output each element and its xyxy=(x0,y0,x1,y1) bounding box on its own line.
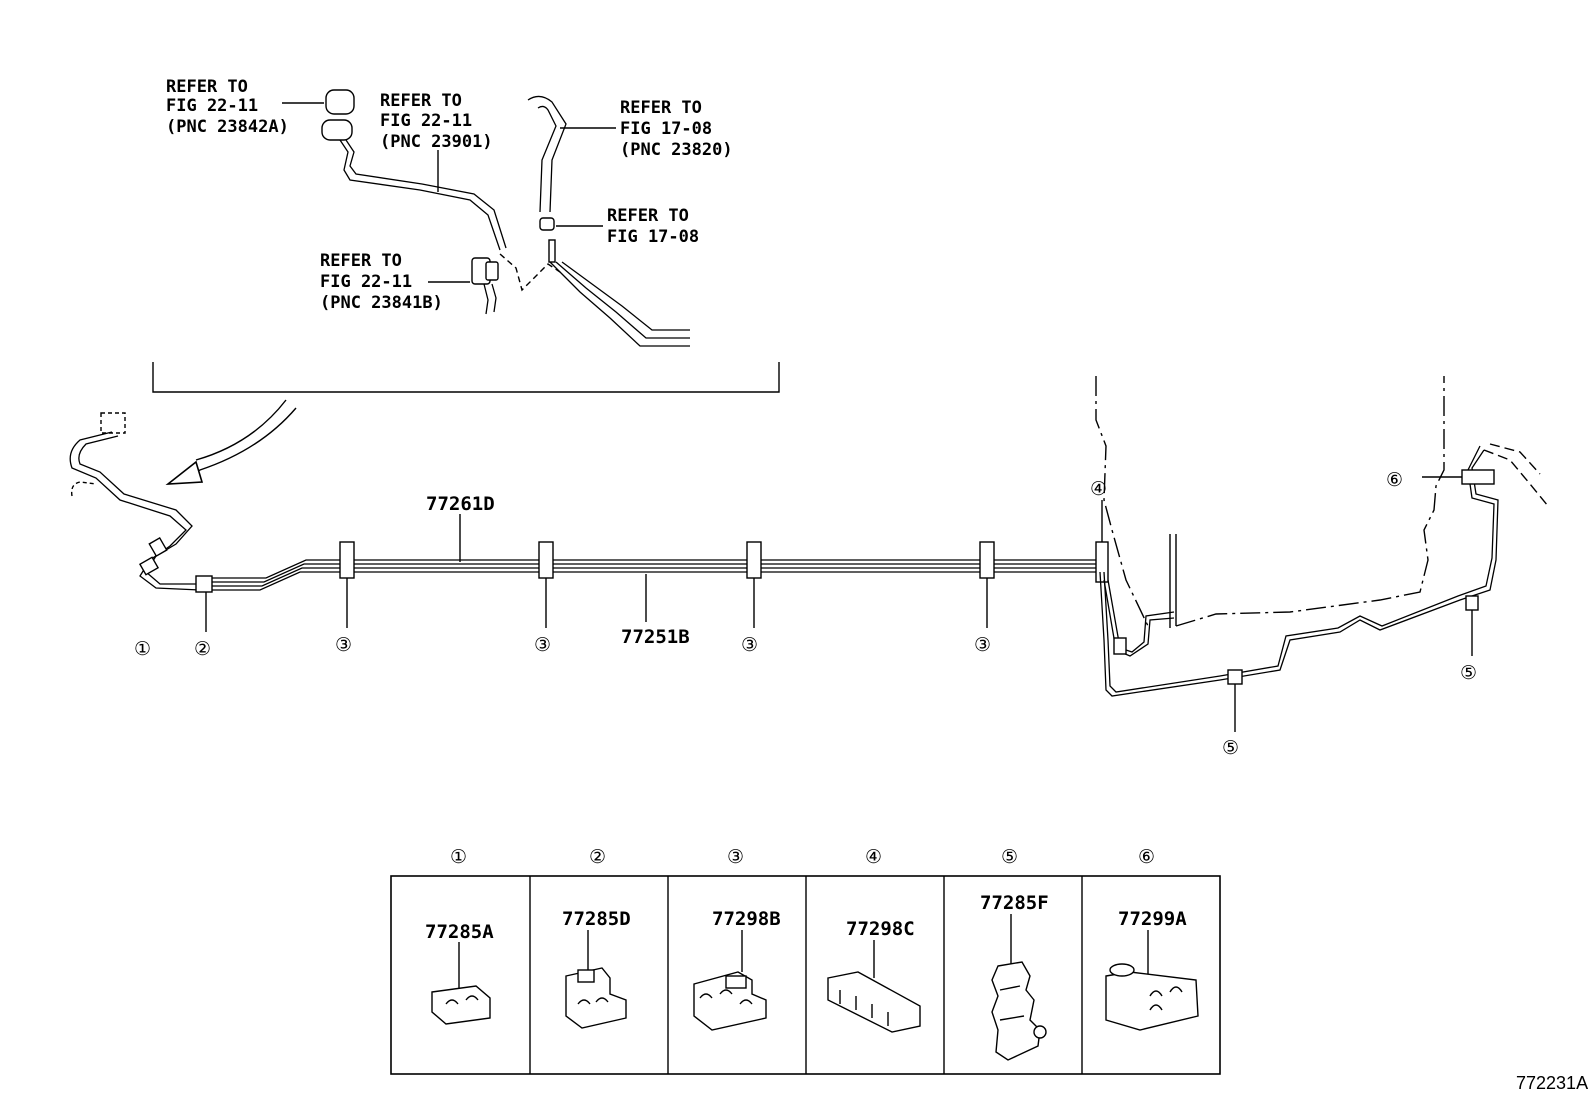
callout-5-b: ⑤ xyxy=(1460,662,1477,684)
clamp-block-icon xyxy=(1105,930,1199,1031)
callout-3-a: ③ xyxy=(335,634,352,656)
callout-5-a: ⑤ xyxy=(1222,737,1239,759)
callout-3-b: ③ xyxy=(534,634,551,656)
table-col-4-number: ④ xyxy=(865,846,882,868)
clamp-3-marker-a xyxy=(339,541,355,579)
note-b-line1: REFER TO xyxy=(380,91,462,111)
note-e-line1: REFER TO xyxy=(320,251,402,271)
note-a-line2: FIG 22-11 xyxy=(166,96,258,116)
clamp-table: ① ② ③ ④ ⑤ ⑥ 77285A 77285D 77298B 77298C … xyxy=(390,846,1221,1075)
callout-3-d: ③ xyxy=(974,634,991,656)
table-col-2-number: ② xyxy=(589,846,606,868)
callout-4: ④ xyxy=(1090,478,1107,500)
clamp-5-marker-a xyxy=(1227,669,1243,685)
label-upper-tube: 77261D xyxy=(426,493,495,515)
table-col-5-part: 77285F xyxy=(980,892,1049,914)
hose-c-icon xyxy=(527,95,567,213)
callout-2: ② xyxy=(194,638,211,660)
table-col-3-part: 77298B xyxy=(712,908,781,930)
table-col-6-part: 77299A xyxy=(1118,908,1187,930)
note-e-line3: (PNC 23841B) xyxy=(320,293,443,313)
note-c-line3: (PNC 23820) xyxy=(620,140,733,160)
note-c-line1: REFER TO xyxy=(620,98,702,118)
stub-pipe-icon xyxy=(548,239,556,263)
connector-e-icon xyxy=(471,257,499,315)
callout-1: ① xyxy=(134,638,151,660)
clamp-2-marker xyxy=(195,575,213,593)
inset-bracket xyxy=(152,362,780,393)
fitting-right-icon xyxy=(1113,637,1127,655)
note-e-line2: FIG 22-11 xyxy=(320,272,412,292)
clamp-quad-icon xyxy=(827,940,921,1033)
clamp-single-icon xyxy=(431,942,491,1025)
clamp-vertical-icon xyxy=(991,914,1047,1061)
connector-a-icon xyxy=(321,89,507,251)
note-c-line2: FIG 17-08 xyxy=(620,119,712,139)
main-fuel-tube xyxy=(69,376,1549,732)
table-col-4-part: 77298C xyxy=(846,918,915,940)
inset-detail: REFER TO FIG 22-11 (PNC 23842A) REFER TO… xyxy=(152,77,780,393)
clamp-triple-icon xyxy=(693,930,767,1031)
clamp-6-marker xyxy=(1461,469,1495,485)
clamp-3-marker-d xyxy=(979,541,995,579)
note-b-line2: FIG 22-11 xyxy=(380,111,472,131)
clamp-1-marker xyxy=(138,556,160,576)
tank-connector-top-icon xyxy=(100,412,126,434)
clamp-3-marker-c xyxy=(746,541,762,579)
label-lower-tube: 77251B xyxy=(621,626,690,648)
hose-clamp-icon xyxy=(539,217,555,231)
note-a-line1: REFER TO xyxy=(166,77,248,97)
table-col-3-number: ③ xyxy=(727,846,744,868)
clamp-4-marker xyxy=(1095,541,1109,583)
note-a-line3: (PNC 23842A) xyxy=(166,117,289,137)
table-col-5-number: ⑤ xyxy=(1001,846,1018,868)
clamp-double-icon xyxy=(565,930,627,1029)
clamp-3-marker-b xyxy=(538,541,554,579)
callout-6: ⑥ xyxy=(1386,469,1403,491)
table-col-1-number: ① xyxy=(450,846,467,868)
table-col-6-number: ⑥ xyxy=(1138,846,1155,868)
table-col-2-part: 77285D xyxy=(562,908,631,930)
note-b-line3: (PNC 23901) xyxy=(380,132,493,152)
dashed-connection xyxy=(499,253,561,292)
figure-id: 772231A xyxy=(1516,1073,1588,1093)
inset-arrow xyxy=(165,399,297,485)
callout-3-c: ③ xyxy=(741,634,758,656)
table-col-1-part: 77285A xyxy=(425,921,494,943)
note-d-line2: FIG 17-08 xyxy=(607,227,699,247)
clamp-5-marker-b xyxy=(1465,595,1479,611)
note-d-line1: REFER TO xyxy=(607,206,689,226)
